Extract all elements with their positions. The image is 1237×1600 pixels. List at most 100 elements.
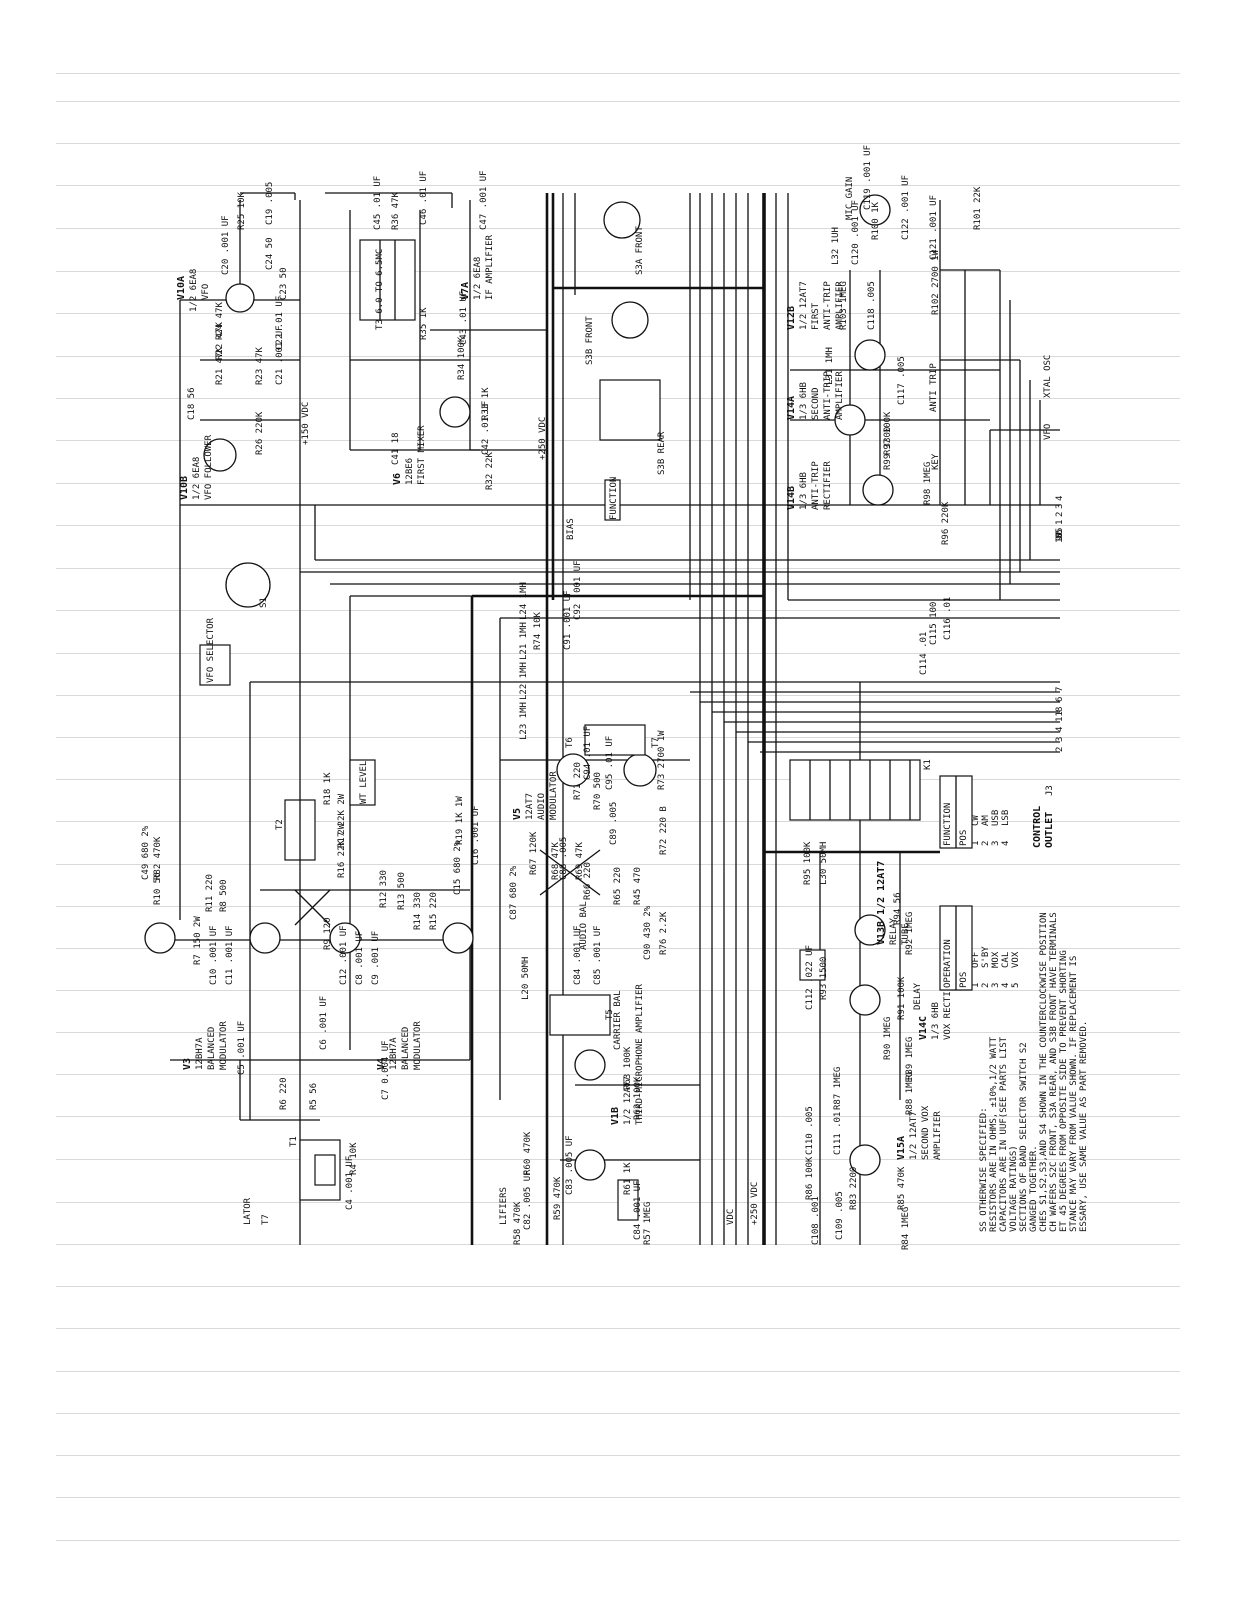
component-value: L23 1MH	[519, 702, 529, 740]
operation-table-mode: MOX	[991, 951, 1001, 968]
stage-v4-line3: BALANCED	[401, 1027, 411, 1070]
vdc-label: VDC	[726, 1209, 736, 1225]
stage-v14b-line1: V14B	[786, 486, 797, 510]
function-table-title: FUNCTION	[943, 803, 953, 846]
delay-label: DELAY	[913, 982, 923, 1010]
ruled-line	[56, 356, 1180, 357]
component-value: L32 1UH	[831, 227, 841, 265]
component-value: C110 .005	[805, 1106, 815, 1155]
stage-v15a-line4: AMPLIFIER	[933, 1111, 943, 1160]
component-value: R62 100K	[633, 1076, 643, 1120]
component-value: C23 50	[279, 267, 289, 300]
stage-v15a-line3: SECOND VOX	[921, 1105, 931, 1160]
stage-v1b-line1: V1B	[610, 1107, 621, 1125]
component-value: R84 1MEG	[901, 1207, 911, 1250]
note-line: SECTIONS OF BAND SELECTOR SWITCH S2	[1019, 1042, 1029, 1232]
ruled-line	[56, 779, 1180, 780]
component-value: R14 330	[413, 892, 423, 930]
component-value: R15 220	[429, 892, 439, 930]
b250-label-a: +250 VDC	[538, 417, 548, 460]
component-value: C84 .001 UF	[573, 925, 583, 985]
stage-v15a-line1: V15A	[896, 1136, 907, 1160]
outlet-pin-top: 6	[1055, 530, 1065, 535]
function-table-mode: CW	[971, 815, 981, 826]
component-value: L30 50MH	[819, 842, 829, 885]
component-value: R34 100K	[457, 336, 467, 380]
ruled-line	[56, 1286, 1180, 1287]
stage-v14c-line1: V14C	[918, 1016, 929, 1040]
switch-labels: VFO SELECTOR FUNCTION WT LEVEL DELAY S3B…	[206, 226, 923, 1010]
outlet-pin-top: 8	[1055, 534, 1065, 539]
operation-table-mode: OFF	[971, 952, 981, 968]
stage-v15a-line2: 1/2 12AT7	[909, 1111, 919, 1160]
component-value: C7 0.004 UF	[381, 1040, 391, 1100]
outlet-pin-top: 10	[1055, 532, 1065, 543]
stage-v10a-line3: VFO	[201, 284, 211, 300]
component-value: R36 47K	[391, 191, 401, 230]
function-table-mode: AM	[981, 815, 991, 826]
components	[144, 194, 921, 1221]
function-table-mode: LSB	[1001, 810, 1011, 826]
component-value: C122 .001 UF	[901, 175, 911, 240]
wiring	[170, 192, 1060, 1245]
amplifiers-label: LIFIERS	[499, 1187, 509, 1225]
stage-v5-line3: AUDIO	[537, 793, 547, 820]
stage-v12b-line3: FIRST	[811, 302, 821, 330]
component-value: R19 1K 1W	[455, 796, 465, 845]
component-value: R18 1K	[323, 772, 333, 805]
component-value: R83 2200	[849, 1167, 859, 1210]
component-value: C11 .001 UF	[225, 925, 235, 985]
component-value: R94 56	[893, 892, 903, 925]
stage-v7a-line3: IF AMPLIFIER	[485, 234, 495, 300]
stage-v7a-line2: 1/2 6EA8	[473, 257, 483, 300]
component-value: C109 .005	[835, 1191, 845, 1240]
component-value: C43 .01 UF	[459, 291, 469, 345]
note-line: GANGED TOGETHER.	[1029, 1145, 1039, 1232]
ruled-line	[56, 525, 1180, 526]
schematic-notes: SS OTHERWISE SPECIFIED:RESISTORS ARE IN …	[979, 912, 1089, 1232]
component-value: AUDIO BAL	[579, 901, 589, 950]
component-value: R13 500	[397, 872, 407, 910]
component-value: C120 .001 UF	[851, 200, 861, 265]
component-value: R91 100K	[897, 976, 907, 1020]
component-value: R93 1500	[819, 957, 829, 1000]
component-value: R57 1MEG	[643, 1202, 653, 1245]
component-value: C41 18	[391, 432, 401, 465]
b150-label: +150 VDC	[301, 402, 311, 445]
stage-v4-line4: MODULATOR	[413, 1021, 423, 1070]
component-value: C45 .01 UF	[373, 176, 383, 230]
component-value: C87 680 2%	[509, 865, 519, 920]
component-value: C119 .001 UF	[863, 145, 873, 210]
stage-v3-line2: 12BH7A	[195, 1037, 205, 1070]
component-value: C15 680 2%	[453, 840, 463, 895]
stage-v14a-line5: AMPLIFIER	[835, 371, 845, 420]
operation-table-mode: S'BY	[981, 946, 991, 968]
component-value: MIC GAIN	[845, 177, 855, 220]
ruled-line	[56, 101, 1180, 102]
component-value: C95 .01 UF	[605, 736, 615, 790]
ruled-line	[56, 1032, 1180, 1033]
component-value: C116 .01	[943, 597, 953, 640]
component-value: R24 47K	[215, 301, 225, 340]
component-value: R66 220	[583, 862, 593, 900]
component-value: R99 3300	[883, 427, 893, 470]
component-value: L31 1MH	[825, 347, 835, 385]
component-value: R26 220K	[255, 411, 265, 455]
component-value: R82 470K	[153, 836, 163, 880]
component-value: C82 .005 UF	[523, 1170, 533, 1230]
t1-label: T1	[289, 1136, 299, 1147]
function-table-pos: 2	[981, 841, 991, 846]
component-value: R90 1MEG	[883, 1017, 893, 1060]
note-line: VOLTAGE RATINGS)	[1009, 1145, 1019, 1232]
component-value: R35 1K	[419, 307, 429, 340]
component-value: R72 220 B	[659, 806, 669, 855]
ruled-line	[56, 143, 1180, 144]
component-value: C46 .01 UF	[419, 171, 429, 225]
component-value: C16 .001 UF	[471, 805, 481, 865]
stage-v13b-line2: RELAY	[889, 917, 899, 945]
function-table-header-pos: POS	[959, 830, 969, 846]
k1-label: K1	[923, 759, 933, 770]
stage-v14a-line1: V14A	[786, 396, 797, 420]
